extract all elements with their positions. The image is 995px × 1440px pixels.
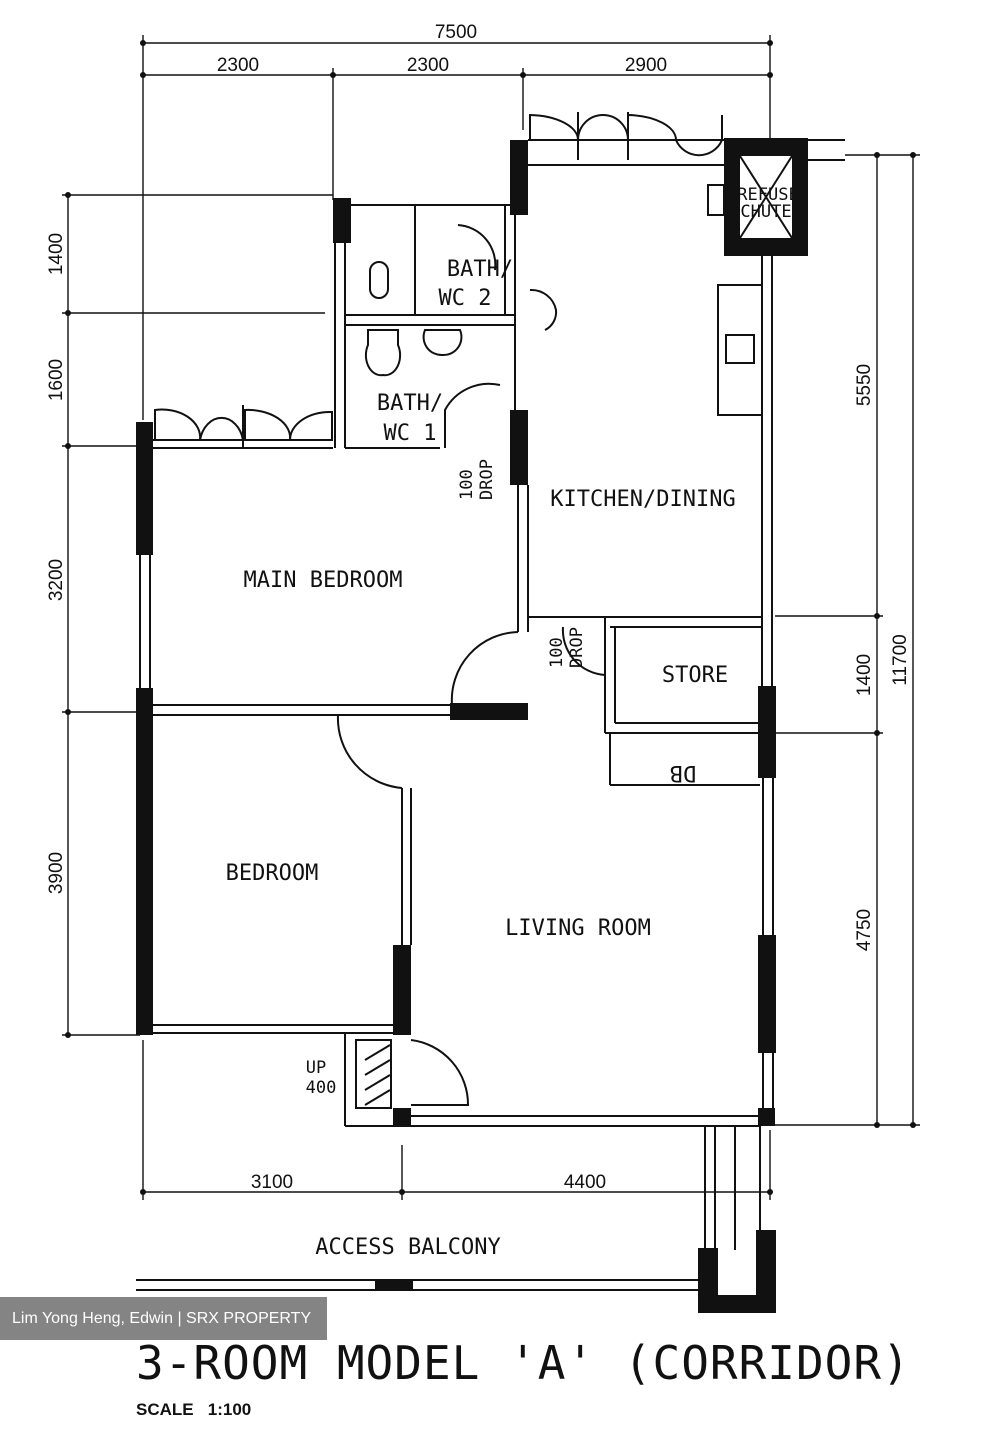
label-drop1-value: 100 <box>457 469 477 500</box>
bottom-dimensions: 3100 4400 <box>140 1040 773 1200</box>
label-living-room: LIVING ROOM <box>505 916 651 941</box>
dim-bottom-a: 3100 <box>251 1172 293 1193</box>
label-bedroom: BEDROOM <box>226 861 319 886</box>
dim-right-total: 11700 <box>890 634 911 685</box>
room-labels: REFUSE CHUTE BATH/ WC 2 BATH/ WC 1 100 D… <box>226 185 799 1260</box>
label-kitchen-dining: KITCHEN/DINING <box>550 487 735 512</box>
label-store: STORE <box>662 663 728 688</box>
dim-left-b: 1600 <box>46 359 67 401</box>
fixtures <box>364 184 763 416</box>
label-access-balcony: ACCESS BALCONY <box>315 1235 500 1260</box>
dim-bottom-b: 4400 <box>564 1172 606 1193</box>
wc2-toilet-icon <box>369 261 389 299</box>
dim-left-c: 3200 <box>46 559 67 601</box>
doors-windows <box>154 112 723 1109</box>
wc1-toilet-icon <box>364 329 402 377</box>
wc1-basin-icon <box>422 329 463 357</box>
dim-right-a: 5550 <box>854 364 875 406</box>
dim-top-total: 7500 <box>435 22 477 43</box>
label-up-value: 400 <box>306 1078 337 1098</box>
dim-left-d: 3900 <box>46 852 67 894</box>
top-dimensions: 7500 2300 2300 2900 <box>140 22 773 420</box>
dim-left-a: 1400 <box>46 233 67 275</box>
label-up: UP <box>306 1058 326 1078</box>
label-bath2-line2: WC 2 <box>439 286 492 311</box>
watermark-banner: Lim Yong Heng, Edwin | SRX PROPERTY <box>0 1297 327 1340</box>
dim-top-b: 2300 <box>407 55 449 76</box>
label-bath1-line1: BATH/ <box>377 391 443 416</box>
label-bath2-line1: BATH/ <box>447 257 513 282</box>
dim-top-a: 2300 <box>217 55 259 76</box>
left-dimensions: 1400 1600 3200 3900 <box>46 192 333 1038</box>
label-chute: CHUTE <box>740 202 791 222</box>
label-drop2-value: 100 <box>547 637 567 668</box>
kitchen-sink-icon <box>717 284 763 416</box>
label-bath1-line2: WC 1 <box>384 421 437 446</box>
plan-scale: SCALE 1:100 <box>136 1400 252 1419</box>
label-refuse: REFUSE <box>737 185 798 205</box>
dim-right-b: 1400 <box>854 654 875 696</box>
walls <box>136 138 845 1313</box>
plan-title: 3-ROOM MODEL 'A' (CORRIDOR) <box>136 1336 911 1390</box>
label-main-bedroom: MAIN BEDROOM <box>244 568 403 593</box>
label-db: DB <box>670 760 697 785</box>
dim-top-c: 2900 <box>625 55 667 76</box>
label-drop2-text: DROP <box>567 627 587 668</box>
right-dimensions: 5550 1400 4750 11700 <box>775 152 920 1128</box>
dim-right-c: 4750 <box>854 909 875 951</box>
label-drop1-text: DROP <box>477 459 497 500</box>
